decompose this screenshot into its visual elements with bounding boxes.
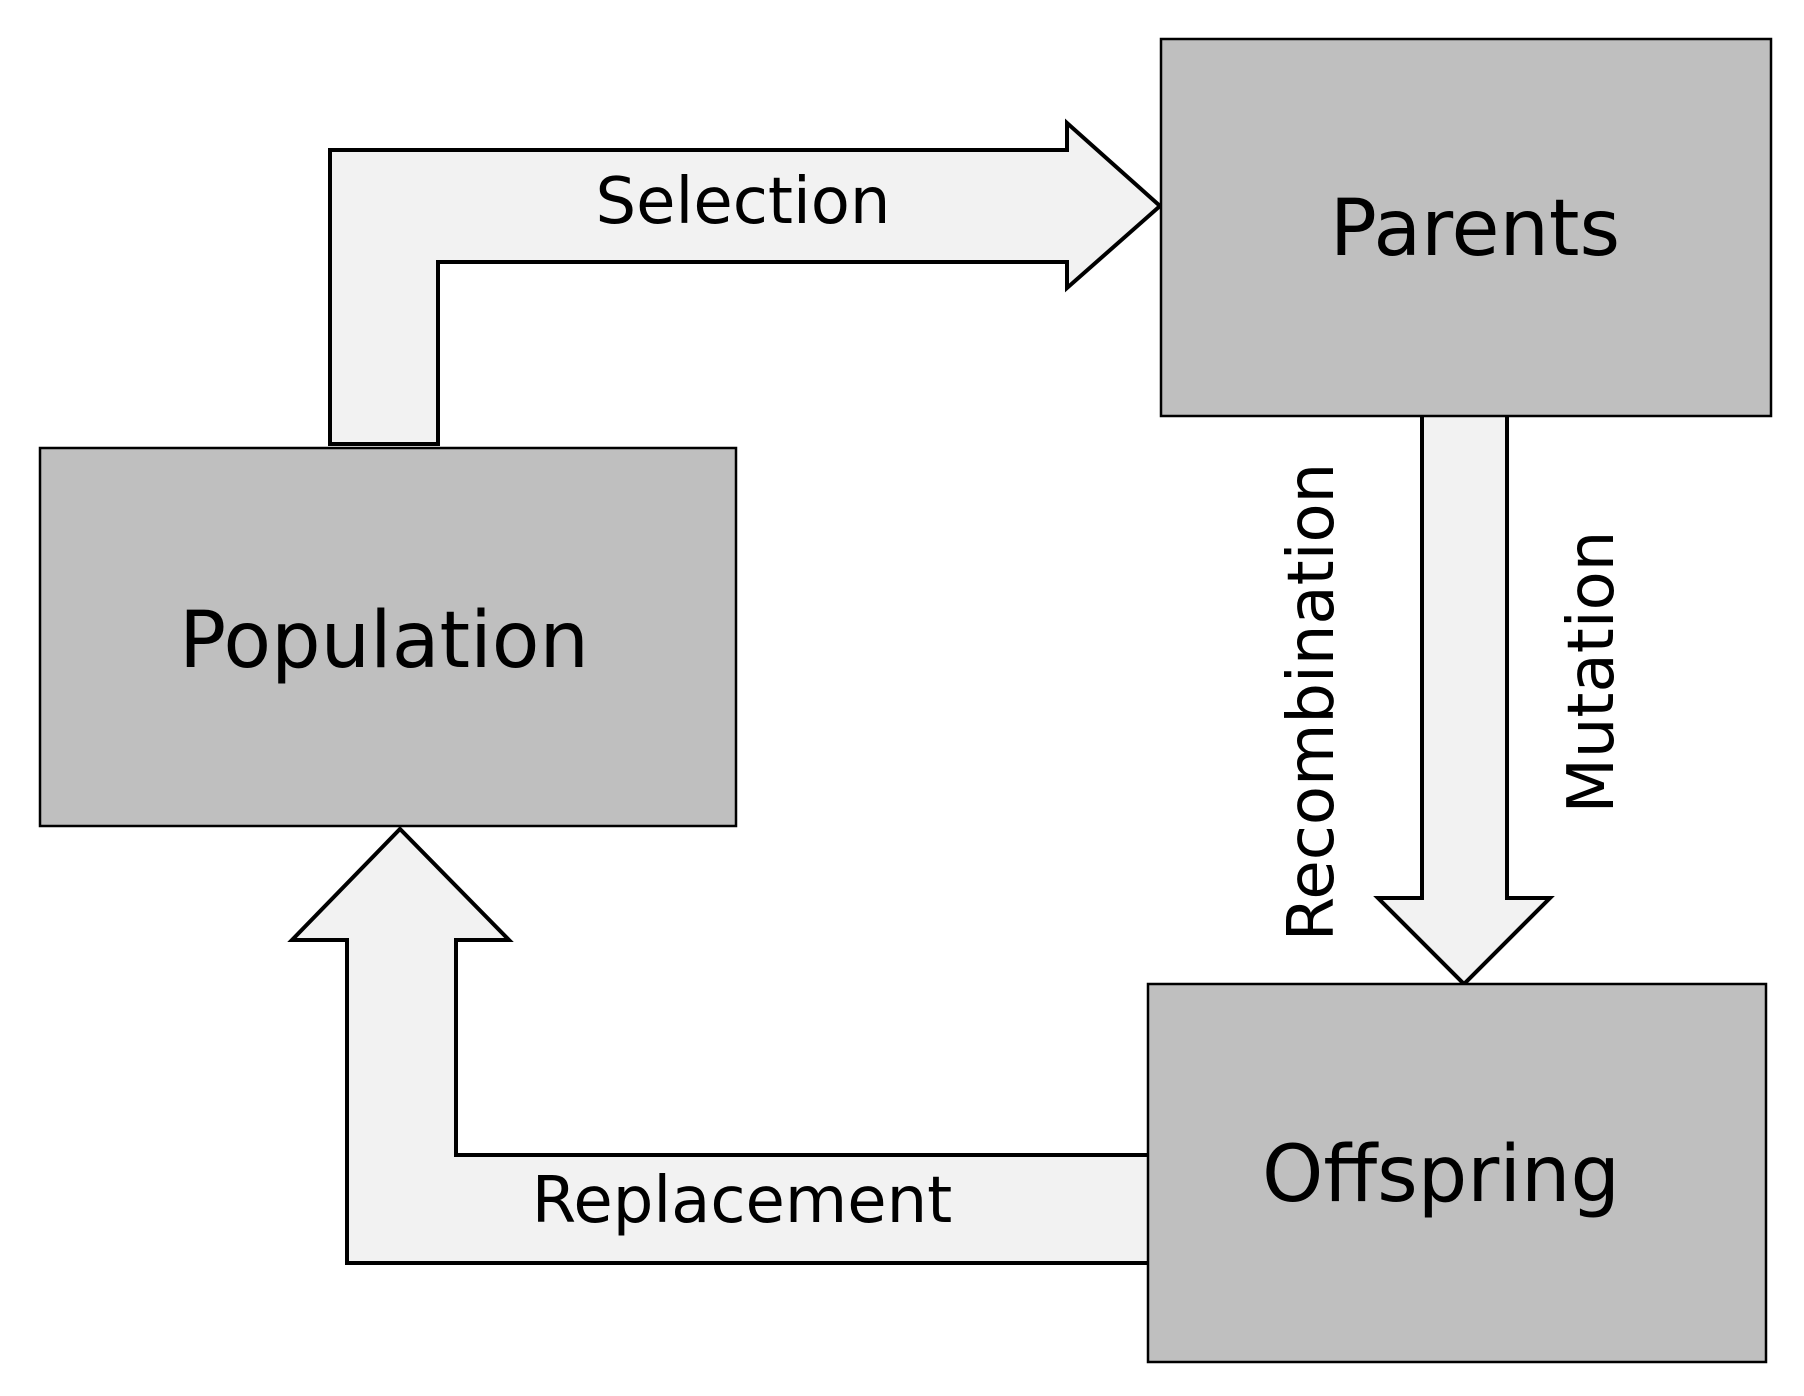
recombination-mutation-arrow	[1373, 413, 1555, 987]
offspring-label: Offspring	[1262, 1130, 1620, 1220]
recombination-label: Recombination	[1275, 463, 1349, 941]
mutation-label: Mutation	[1555, 531, 1629, 814]
selection-arrow	[328, 118, 1164, 446]
population-label: Population	[179, 596, 589, 686]
population-box	[38, 446, 738, 828]
replacement-label: Replacement	[532, 1164, 953, 1238]
selection-label: Selection	[596, 165, 891, 239]
parents-label: Parents	[1330, 184, 1620, 274]
parents-box	[1159, 37, 1773, 418]
replacement-arrow	[287, 826, 1152, 1265]
offspring-box	[1146, 982, 1768, 1364]
